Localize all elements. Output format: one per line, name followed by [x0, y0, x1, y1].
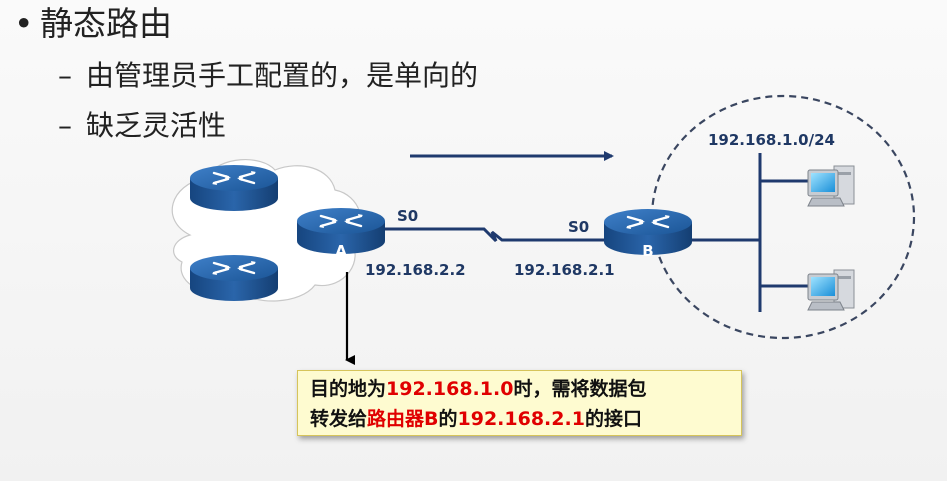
- router-cloud-top: [188, 163, 280, 213]
- dash-marker: –: [58, 59, 72, 92]
- callout-line-2: 转发给路由器B的192.168.2.1的接口: [310, 404, 741, 434]
- callout-text: 转发给: [310, 408, 368, 430]
- router-a-label: A: [335, 242, 347, 260]
- title-text: 静态路由: [40, 4, 172, 43]
- callout-highlight: 路由器B: [367, 408, 439, 430]
- pc-1: [807, 165, 855, 207]
- sub-bullet-text: 由管理员手工配置的，是单向的: [86, 59, 479, 92]
- sub-bullet-1: –由管理员手工配置的，是单向的: [58, 56, 478, 96]
- callout-line-1: 目的地为192.168.1.0时，需将数据包: [310, 374, 741, 404]
- lan-subnet-label: 192.168.1.0/24: [708, 131, 835, 149]
- ip-a-label: 192.168.2.2: [365, 261, 466, 279]
- callout-text: 目的地为: [310, 378, 387, 400]
- title-bullet: •静态路由: [14, 2, 172, 46]
- router-cloud-bottom: [188, 253, 280, 303]
- callout-text: 时，需将数据包: [513, 378, 647, 400]
- callout-text: 的: [438, 408, 458, 430]
- callout-text: 的接口: [584, 408, 642, 430]
- pc-2: [807, 269, 855, 311]
- callout-box: 目的地为192.168.1.0时，需将数据包 转发给路由器B的192.168.2…: [297, 370, 742, 436]
- callout-highlight: 192.168.2.1: [457, 408, 585, 430]
- port-a-label: S0: [397, 207, 418, 225]
- serial-link: [384, 227, 604, 243]
- ip-b-label: 192.168.2.1: [514, 261, 615, 279]
- sub-bullet-2: –缺乏灵活性: [58, 106, 226, 146]
- port-b-label: S0: [568, 218, 589, 236]
- router-b-label: B: [642, 242, 653, 260]
- bullet-marker: •: [14, 4, 34, 43]
- dash-marker: –: [58, 109, 72, 142]
- callout-highlight: 192.168.1.0: [386, 378, 514, 400]
- lan-boundary: [650, 94, 916, 340]
- sub-bullet-text: 缺乏灵活性: [86, 109, 227, 142]
